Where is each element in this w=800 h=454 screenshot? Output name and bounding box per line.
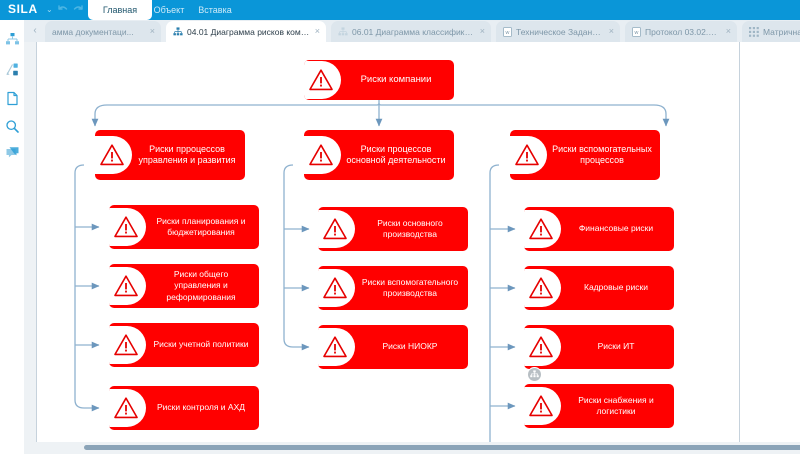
warning-triangle-icon <box>323 336 347 358</box>
top-ribbon: SILA ⌄ Главная Объект Вставка <box>0 0 800 20</box>
diagram-node-b2-c0[interactable]: Финансовые риски <box>524 207 674 251</box>
close-icon[interactable]: × <box>149 26 155 36</box>
comment-icon[interactable] <box>4 145 21 162</box>
diagram-node-b2-c2[interactable]: Риски ИТ <box>524 325 674 369</box>
warning-triangle-icon <box>309 144 333 166</box>
node-label: Риски прроцессов управления и развития <box>138 143 236 166</box>
diagram-icon <box>173 26 183 37</box>
tab-label: Протокол 03.02.2019 <box>645 26 721 37</box>
diagram-node-branch-0[interactable]: Риски прроцессов управления и развития <box>95 130 245 180</box>
document-tab-strip: ‹ амма документаци... × 04.01 Диаграмма … <box>24 20 800 42</box>
svg-text:w: w <box>505 29 510 35</box>
warning-triangle-icon <box>529 277 553 299</box>
warning-triangle-icon <box>529 336 553 358</box>
document-tab-4[interactable]: w Протокол 03.02.2019 × <box>625 21 737 42</box>
undo-arrow-icon[interactable] <box>56 4 69 16</box>
warning-triangle-icon <box>114 397 138 419</box>
node-label: Кадровые риски <box>584 282 648 293</box>
svg-text:w: w <box>634 29 639 35</box>
node-label: Риски контроля и АХД <box>156 402 246 413</box>
warning-triangle-icon <box>100 144 124 166</box>
node-label: Риски вспомогательных процессов <box>552 143 652 166</box>
tab-label: амма документаци... <box>52 26 134 37</box>
canvas-overflow-area <box>739 42 800 442</box>
diagram-node-b0-c0[interactable]: Риски планирования и бюджетирования <box>109 205 259 249</box>
node-label: Риски учетной политики <box>153 339 249 350</box>
app-logo[interactable]: SILA <box>8 2 38 16</box>
diagram-canvas[interactable]: Риски компании Риски прроцессов управлен… <box>24 42 800 454</box>
diagram-node-b1-c0[interactable]: Риски основного производства <box>318 207 468 251</box>
diagram-icon <box>338 26 348 37</box>
doc-icon: w <box>503 26 512 37</box>
brand-dropdown-caret-icon[interactable]: ⌄ <box>46 5 53 14</box>
node-label: Риски ИТ <box>597 341 635 352</box>
ribbon-tab-object[interactable]: Объект <box>153 5 185 15</box>
object-link-icon[interactable] <box>4 61 21 78</box>
doc-icon: w <box>632 26 641 37</box>
redo-arrow-icon[interactable] <box>72 4 85 16</box>
tab-label: Матричная 1 <box>763 26 800 37</box>
tab-label: 04.01 Диаграмма рисков комп... <box>187 26 310 37</box>
diagram-node-b1-c2[interactable]: Риски НИОКР <box>318 325 468 369</box>
diagram-node-branch-1[interactable]: Риски процессов основной деятельности <box>304 130 454 180</box>
ribbon-tab-insert[interactable]: Вставка <box>198 5 232 15</box>
node-label: Риски планирования и бюджетирования <box>156 215 246 238</box>
tab-label: Техническое Задание_v2 <box>516 26 604 37</box>
hierarchy-tree-icon[interactable] <box>4 31 21 48</box>
ribbon-tab-home[interactable]: Главная <box>88 0 152 20</box>
warning-triangle-icon <box>114 216 138 238</box>
warning-triangle-icon <box>529 218 553 240</box>
close-icon[interactable]: × <box>479 26 485 36</box>
document-tab-1[interactable]: 04.01 Диаграмма рисков комп... × <box>166 21 326 42</box>
diagram-node-b1-c1[interactable]: Риски вспомогательного производства <box>318 266 468 310</box>
node-label: Риски НИОКР <box>382 341 438 352</box>
document-icon[interactable] <box>4 90 21 107</box>
warning-triangle-icon <box>114 275 138 297</box>
close-icon[interactable]: × <box>725 26 731 36</box>
matrix-icon <box>749 26 759 37</box>
node-label: Риски снабжения и логистики <box>578 394 654 417</box>
warning-triangle-icon <box>323 218 347 240</box>
close-icon[interactable]: × <box>608 26 614 36</box>
node-label: Риски вспомогательного производства <box>361 276 459 299</box>
document-tab-0[interactable]: амма документаци... × <box>45 21 161 42</box>
diagram-node-root[interactable]: Риски компании <box>304 60 454 100</box>
chevron-left-icon[interactable]: ‹ <box>33 25 37 36</box>
sub-diagram-icon[interactable] <box>527 367 542 382</box>
document-tab-3[interactable]: w Техническое Задание_v2 × <box>496 21 620 42</box>
document-tab-2[interactable]: 06.01 Диаграмма классификац... × <box>331 21 491 42</box>
node-label: Финансовые риски <box>578 223 654 234</box>
diagram-node-b2-c3[interactable]: Риски снабжения и логистики <box>524 384 674 428</box>
warning-triangle-icon <box>529 395 553 417</box>
close-icon[interactable]: × <box>314 26 320 36</box>
warning-triangle-icon <box>515 144 539 166</box>
diagram-node-branch-2[interactable]: Риски вспомогательных процессов <box>510 130 660 180</box>
document-tab-5[interactable]: Матричная 1 × <box>742 21 800 42</box>
warning-triangle-icon <box>323 277 347 299</box>
diagram-page[interactable]: Риски компании Риски прроцессов управлен… <box>36 42 740 442</box>
diagram-node-b0-c2[interactable]: Риски учетной политики <box>109 323 259 367</box>
diagram-node-b0-c3[interactable]: Риски контроля и АХД <box>109 386 259 430</box>
node-label: Риски компании <box>360 74 432 86</box>
left-icon-rail <box>0 20 25 454</box>
diagram-node-b0-c1[interactable]: Риски общего управления и реформирования <box>109 264 259 308</box>
node-label: Риски общего управления и реформирования <box>166 268 236 302</box>
tab-label: 06.01 Диаграмма классификац... <box>352 26 475 37</box>
warning-triangle-icon <box>309 69 333 91</box>
search-icon[interactable] <box>4 118 21 135</box>
node-label: Риски процессов основной деятельности <box>346 143 446 166</box>
node-label: Риски основного производства <box>377 217 443 240</box>
warning-triangle-icon <box>114 334 138 356</box>
horizontal-scrollbar-thumb[interactable] <box>84 445 800 450</box>
diagram-node-b2-c1[interactable]: Кадровые риски <box>524 266 674 310</box>
